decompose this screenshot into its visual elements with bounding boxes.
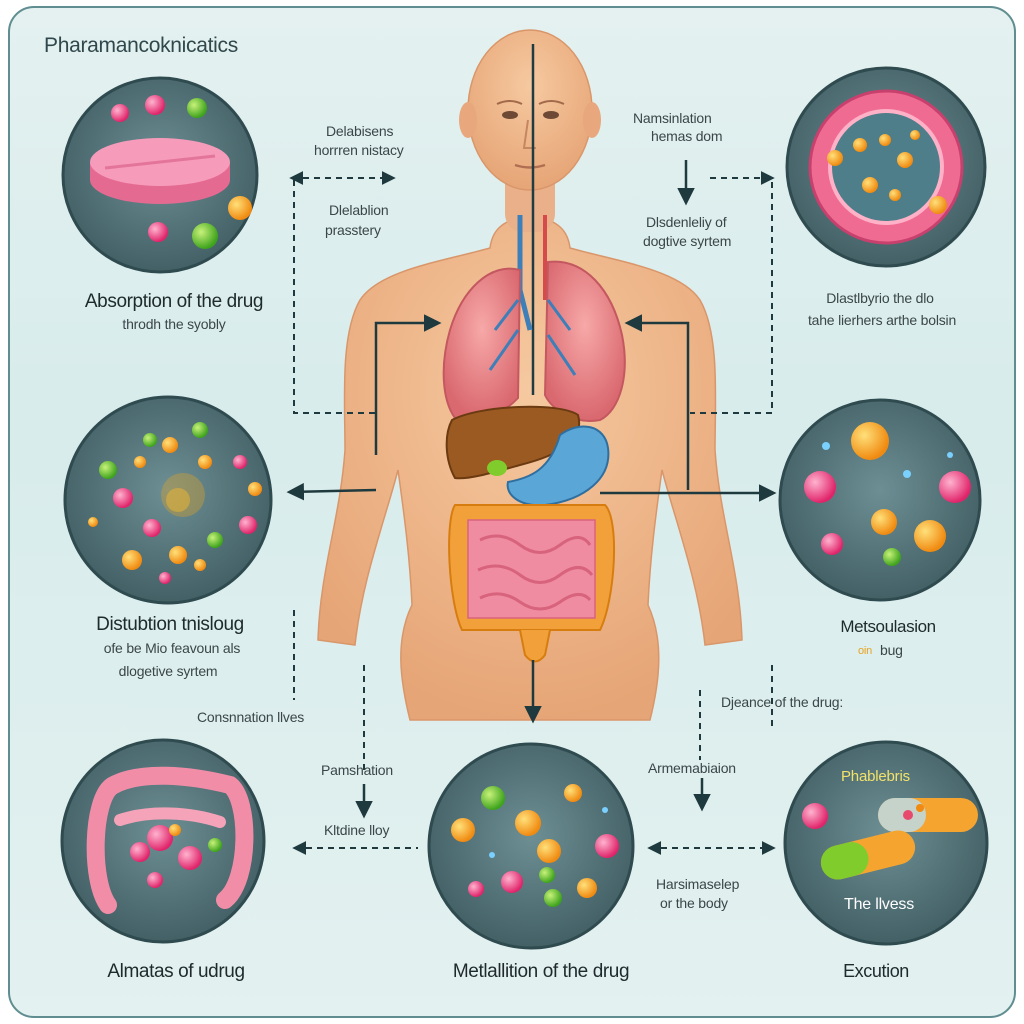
pill-icon [90, 138, 230, 204]
alimentary-title: Almatas of udrug [107, 961, 245, 982]
distribution-left-title: Distubtion tnisloug [96, 614, 244, 635]
absorption-subtitle: throdh the syobly [122, 316, 226, 332]
lungs [442, 260, 626, 422]
metabolism-right-accent: oin [858, 645, 873, 657]
page-title: Pharamancoknicatics [44, 34, 238, 57]
annotation-bottom-right-2: or the body [660, 895, 728, 911]
annotation-mid-left-2: prasstery [325, 222, 381, 238]
annotation-center-left-1: Pamshation [321, 762, 393, 778]
absorption-circle [61, 76, 259, 274]
metabolism-right-title: Metsoulasion [840, 617, 936, 636]
metabolism-right-line2: bug [880, 642, 903, 658]
distribution-right-line1: Dlastlbyrio the dlo [826, 290, 934, 306]
distribution-left-line1: ofe be Mio feavoun als [103, 640, 241, 656]
excretion-title: Excution [843, 961, 909, 981]
metabolism-center-circle [427, 742, 635, 950]
excretion-bottom-label: The llvess [844, 896, 915, 913]
intestines [448, 504, 616, 663]
absorption-title: Absorption of the drug [84, 291, 264, 312]
annotation-center-left-2: Kltdine lloy [324, 822, 390, 838]
liver [445, 405, 581, 480]
human-body [317, 29, 743, 721]
distribution-left-circle [63, 395, 273, 605]
metabolism-center-title: Metlallition of the drug [452, 961, 630, 982]
annotation-lower-left: Consnnation llves [197, 709, 305, 725]
arrows-solid [286, 160, 777, 819]
distribution-left-line2: dlogetive syrtem [118, 663, 218, 679]
annotation-top-right-2: hemas dom [651, 128, 723, 144]
annotation-mid-right-2: dogtive syrtem [643, 233, 732, 249]
arrows-dashed [289, 171, 776, 855]
annotation-bottom-right-1: Harsimaselep [656, 876, 740, 892]
annotation-mid-left-1: Dlelablion [329, 202, 389, 218]
distribution-right-circle [785, 66, 987, 268]
excretion-top-label: Phablebris [841, 768, 910, 785]
annotation-top-left-2: horrren nistacy [314, 142, 404, 158]
annotation-center-right: Armemabiaion [648, 760, 736, 776]
capsule-icon [878, 798, 978, 832]
annotation-top-left-1: Delabisens [326, 123, 394, 139]
distribution-right-line2: tahe lierhers arthe bolsin [807, 312, 957, 328]
annotation-right-mid: Djeance of the drug: [721, 694, 844, 710]
alimentary-circle [60, 738, 266, 944]
excretion-circle [783, 740, 989, 946]
metabolism-right-circle [778, 398, 982, 602]
annotation-top-right-1: Namsinlation [633, 110, 712, 126]
annotation-mid-right-1: Dlsdenleliy of [646, 214, 727, 230]
capsule-icon-2 [820, 830, 916, 880]
